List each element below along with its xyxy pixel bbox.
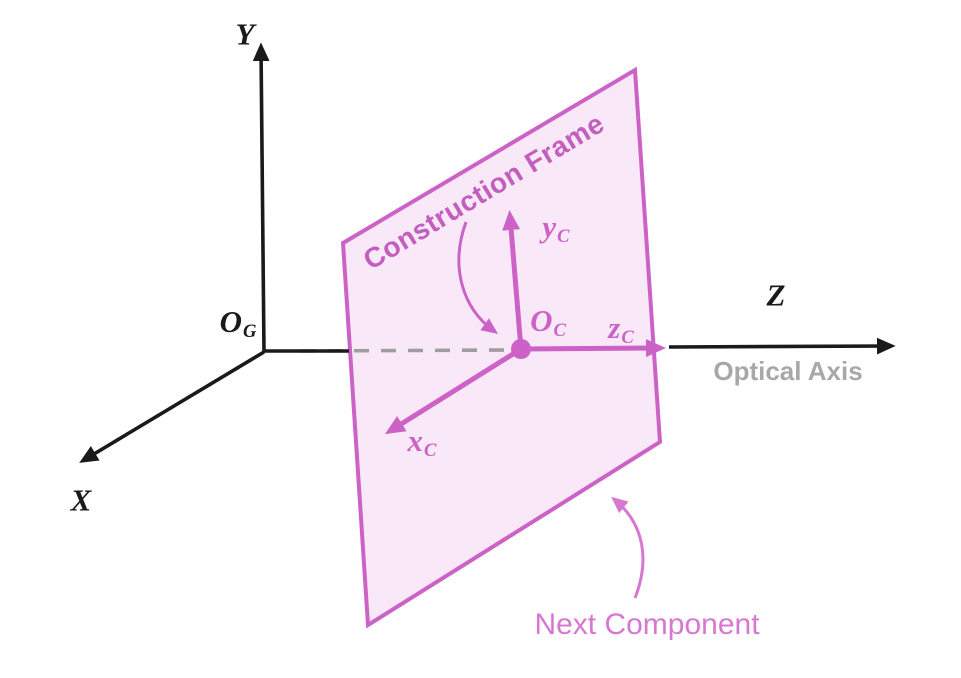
next-component-label: Next Component [534,608,760,641]
y-axis-arrow [252,42,270,353]
x-axis-label: X [70,482,92,518]
x-axis-arrow [79,350,265,463]
optical-axis-label: Optical Axis [713,356,863,386]
y-axis-label: Y [235,16,255,52]
global-origin-label: OG [219,304,257,343]
z-axis-label: Z [766,277,786,313]
xc-axis-label: xC [407,423,437,462]
next-component-pointer-arrow [611,496,645,599]
construction-frame-pointer-arrow [457,221,499,334]
xc-axis-arrow [384,346,523,435]
z-axis-arrow [668,337,896,355]
zc-axis-arrow [520,339,666,358]
construction-frame-origin-label: OC [530,303,566,342]
zc-axis-label: zC [608,310,634,349]
yc-axis-label: yC [542,209,570,248]
yc-axis-arrow [502,210,524,350]
construction-plane [340,66,663,629]
frame-origin-dot [511,339,531,359]
